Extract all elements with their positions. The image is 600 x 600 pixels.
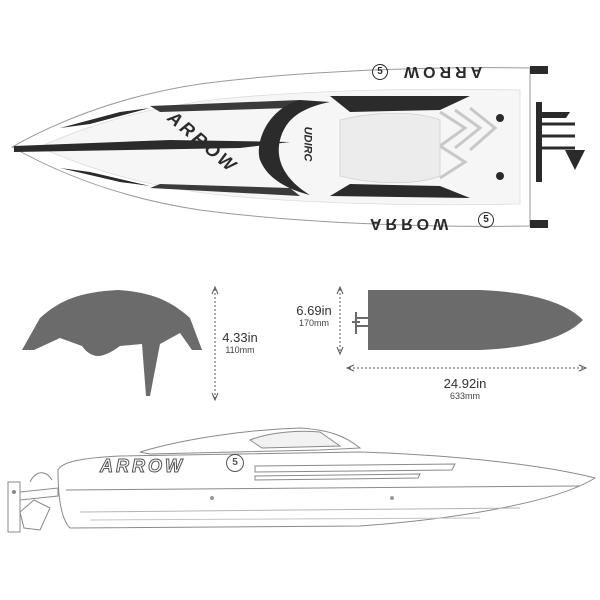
length-dimension: 24.92in 633mm [430,376,500,402]
width-dimension: 6.69in 170mm [292,303,336,329]
length-mm: 633mm [449,391,480,401]
height-mm: 110mm [225,345,255,355]
hull-number-top-right: 5 [372,64,388,80]
side-hull-name: ARROW [100,456,185,477]
width-mm: 170mm [298,318,329,328]
hull-number-bottom-right: 5 [478,212,494,228]
length-inches: 24.92in [443,376,487,391]
height-inches: 4.33in [222,330,258,345]
height-dimension: 4.33in 110mm [218,330,262,356]
width-inches: 6.69in [296,303,332,318]
side-hull-number: 5 [226,454,244,472]
